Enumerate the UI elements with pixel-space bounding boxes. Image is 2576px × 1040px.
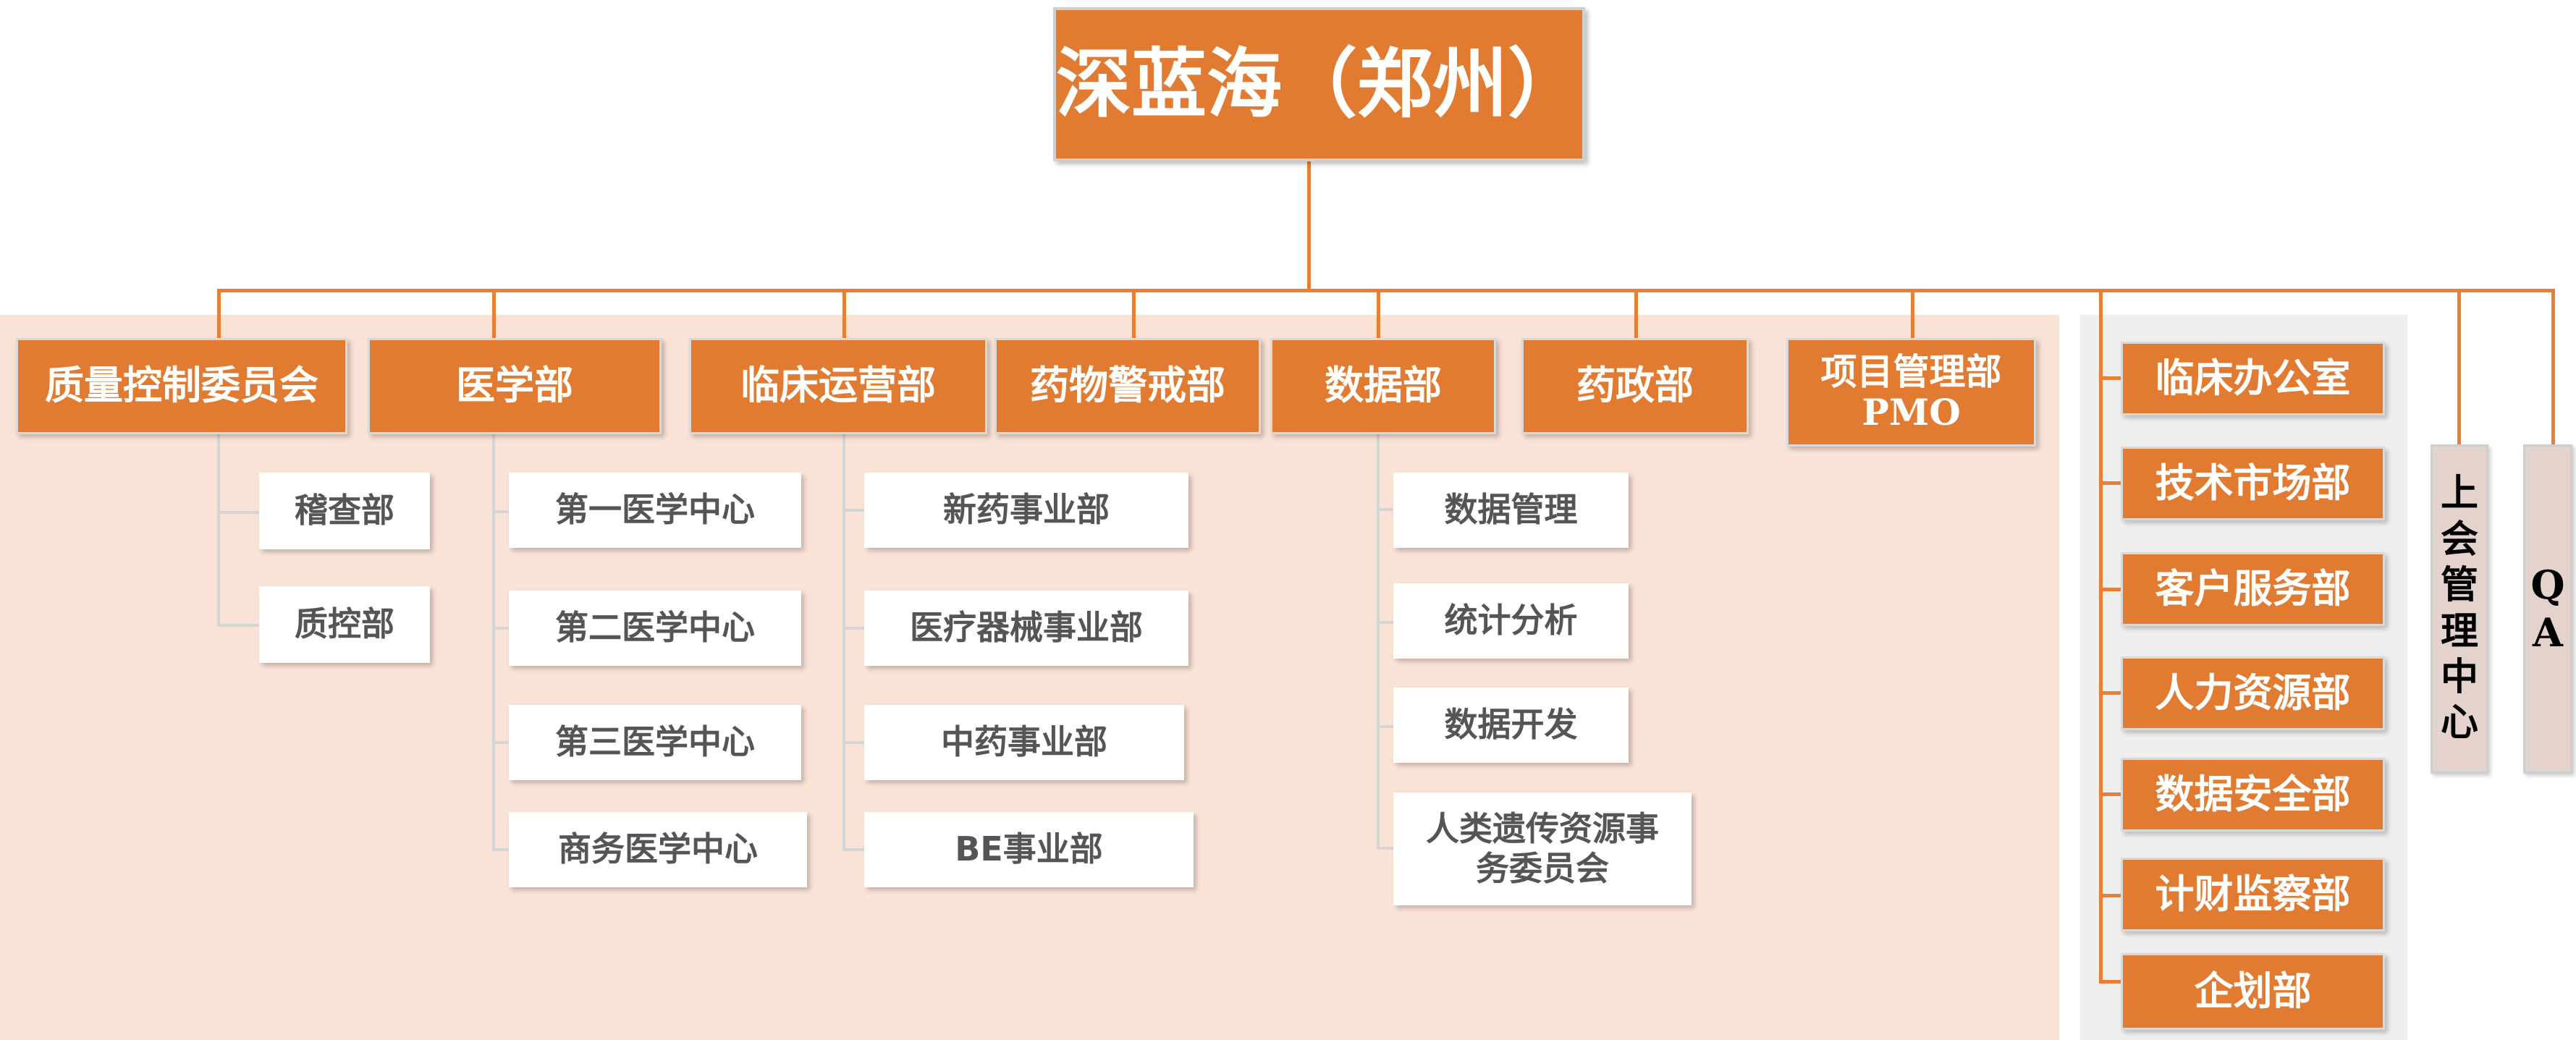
dept-pmo-line2: PMO [1862, 391, 1961, 434]
connector-medical-4 [492, 848, 509, 851]
connector-drop-support [2099, 289, 2103, 984]
listing-char: 心 [2440, 701, 2478, 745]
connector-drop-reg [1634, 289, 1638, 339]
sub-medical-center-2: 第二医学中心 [509, 591, 801, 666]
connector-main-horizontal [217, 289, 2555, 292]
support-finance-audit: 计财监察部 [2121, 858, 2385, 931]
sub-data-management: 数据管理 [1393, 473, 1629, 548]
connector-data-4 [1377, 847, 1393, 850]
connector-data-3 [1377, 725, 1393, 728]
connector-medical-trunk [492, 434, 495, 851]
support-customer-service: 客户服务部 [2121, 552, 2385, 626]
connector-quality-1 [217, 511, 259, 514]
connector-data-2 [1377, 621, 1393, 624]
support-data-security: 数据安全部 [2121, 758, 2385, 832]
connector-drop-clinical [843, 289, 846, 339]
listing-management-center: 上 会 管 理 中 心 [2431, 444, 2488, 774]
connector-support-1 [2099, 376, 2121, 380]
connector-medical-2 [492, 627, 509, 630]
sub-statistical-analysis: 统计分析 [1393, 583, 1629, 659]
connector-support-5 [2099, 792, 2121, 796]
support-clinical-office: 临床办公室 [2121, 342, 2385, 415]
listing-char: 上 [2440, 472, 2478, 516]
sub-data-development: 数据开发 [1393, 688, 1629, 763]
listing-char: 管 [2440, 564, 2478, 608]
connector-quality-trunk [217, 434, 220, 627]
sub-be-division: BE事业部 [864, 812, 1194, 887]
sub-medical-center-1: 第一医学中心 [509, 473, 801, 548]
qa-char: A [2533, 609, 2563, 656]
connector-support-4 [2099, 691, 2121, 695]
dept-clinical-operations: 临床运营部 [689, 338, 987, 434]
connector-clinical-2 [843, 627, 864, 630]
dept-data: 数据部 [1270, 338, 1496, 434]
listing-char: 会 [2440, 517, 2478, 562]
listing-char: 中 [2440, 655, 2478, 699]
connector-drop-pv [1132, 289, 1136, 339]
sub-medical-center-business: 商务医学中心 [509, 812, 807, 887]
connector-clinical-trunk [843, 434, 845, 851]
sub-device-division: 医疗器械事业部 [864, 591, 1188, 666]
qa-char: Q [2530, 561, 2565, 608]
connector-drop-quality [217, 289, 221, 339]
connector-drop-pmo [1911, 289, 1914, 339]
connector-drop-listing [2457, 289, 2461, 444]
connector-data-trunk [1377, 434, 1380, 850]
support-planning: 企划部 [2121, 953, 2385, 1030]
sub-new-drug-division: 新药事业部 [864, 473, 1188, 548]
dept-pmo-line1: 项目管理部 [1820, 351, 2002, 393]
connector-support-6 [2099, 894, 2121, 897]
dept-medical: 医学部 [368, 338, 662, 434]
dept-pmo: 项目管理部 PMO [1786, 338, 2036, 447]
support-human-resources: 人力资源部 [2121, 656, 2385, 730]
listing-char: 理 [2440, 609, 2478, 654]
sub-qc: 质控部 [259, 586, 430, 663]
departments-panel [0, 315, 2059, 1040]
connector-medical-1 [492, 510, 509, 513]
connector-drop-medical [492, 289, 496, 339]
connector-clinical-1 [843, 509, 864, 512]
sub-hgr-committee: 人类遗传资源事务委员会 [1393, 792, 1692, 905]
root-company-box: 深蓝海（郑州） [1053, 7, 1585, 161]
sub-medical-center-3: 第三医学中心 [509, 705, 801, 780]
connector-support-3 [2099, 588, 2121, 591]
sub-audit: 稽查部 [259, 473, 430, 549]
connector-clinical-4 [843, 848, 864, 851]
qa-box: Q A [2523, 444, 2572, 774]
connector-medical-3 [492, 741, 509, 744]
connector-clinical-3 [843, 741, 864, 744]
connector-drop-qa [2551, 289, 2555, 444]
connector-data-1 [1377, 508, 1393, 511]
connector-support-2 [2099, 481, 2121, 485]
dept-regulatory: 药政部 [1521, 338, 1749, 434]
connector-root-down [1307, 161, 1311, 291]
connector-drop-data [1377, 289, 1380, 339]
sub-tcm-division: 中药事业部 [864, 705, 1184, 780]
dept-pharmacovigilance: 药物警戒部 [994, 338, 1261, 434]
support-tech-marketing: 技术市场部 [2121, 447, 2385, 520]
connector-quality-2 [217, 624, 259, 627]
dept-quality-control: 质量控制委员会 [16, 338, 347, 434]
connector-support-7 [2099, 980, 2121, 984]
